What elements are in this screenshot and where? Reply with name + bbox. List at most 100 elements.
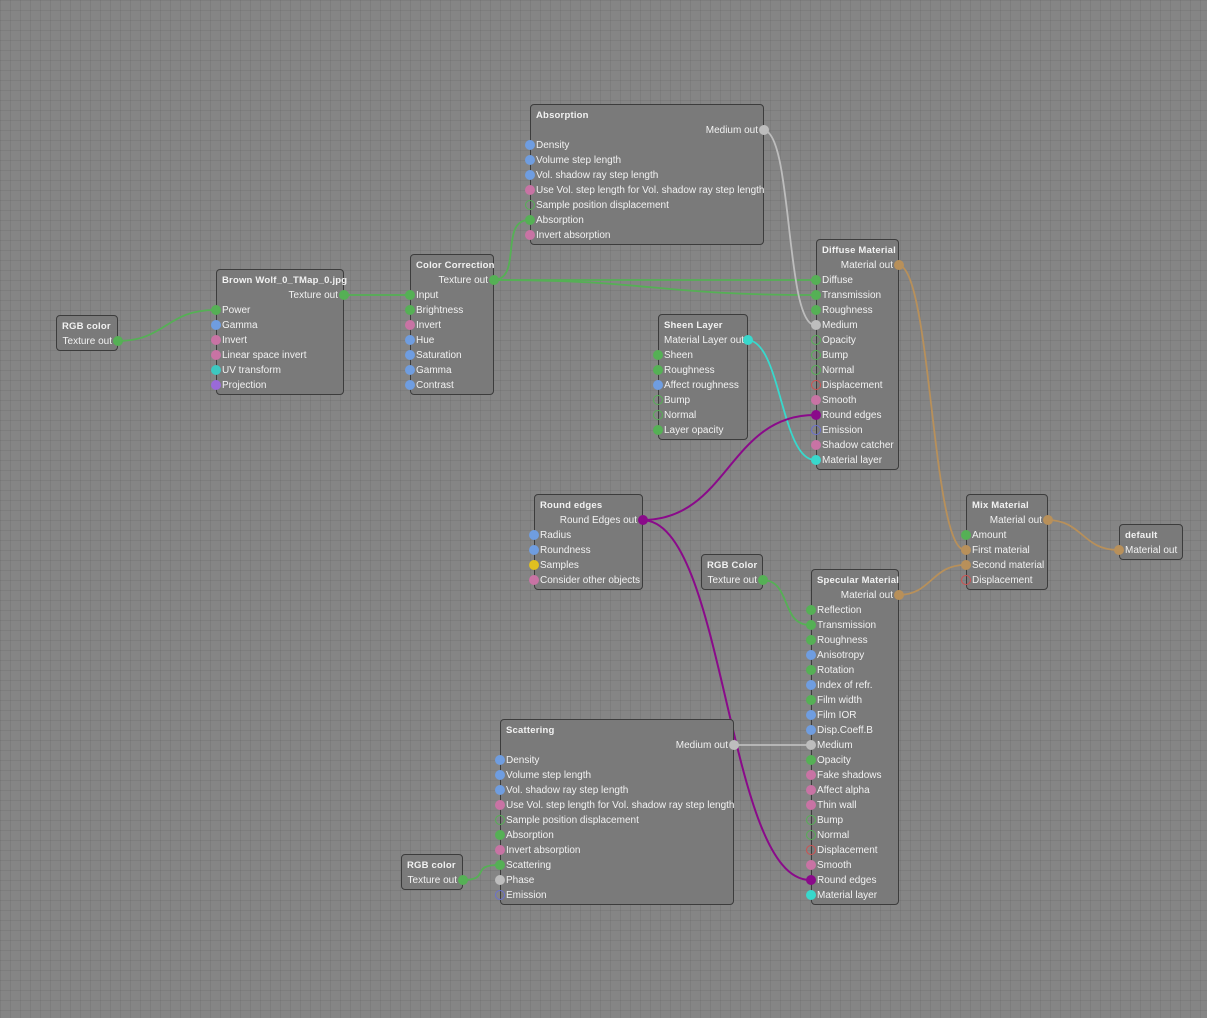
output-port[interactable] bbox=[113, 336, 123, 346]
input-port[interactable] bbox=[211, 380, 221, 390]
input-port[interactable] bbox=[806, 605, 816, 615]
input-port[interactable] bbox=[495, 830, 505, 840]
output-port[interactable] bbox=[729, 740, 739, 750]
input-port[interactable] bbox=[525, 170, 535, 180]
input-port[interactable] bbox=[529, 545, 539, 555]
input-port[interactable] bbox=[811, 380, 821, 390]
connection-wire-mix-def[interactable] bbox=[1046, 519, 1119, 551]
output-port[interactable] bbox=[339, 290, 349, 300]
input-port[interactable] bbox=[811, 365, 821, 375]
input-port[interactable] bbox=[495, 815, 505, 825]
input-port[interactable] bbox=[653, 380, 663, 390]
input-port[interactable] bbox=[211, 305, 221, 315]
output-port[interactable] bbox=[489, 275, 499, 285]
input-port[interactable] bbox=[211, 365, 221, 375]
output-port[interactable] bbox=[758, 575, 768, 585]
input-port[interactable] bbox=[806, 665, 816, 675]
connection-wire-cc-diffuse[interactable] bbox=[492, 279, 816, 296]
input-port[interactable] bbox=[653, 395, 663, 405]
input-port[interactable] bbox=[211, 320, 221, 330]
connection-wire-round-diffuse[interactable] bbox=[641, 414, 816, 521]
input-port[interactable] bbox=[495, 890, 505, 900]
input-port[interactable] bbox=[811, 455, 821, 465]
input-port[interactable] bbox=[529, 575, 539, 585]
input-port[interactable] bbox=[811, 335, 821, 345]
input-port[interactable] bbox=[806, 830, 816, 840]
output-port[interactable] bbox=[759, 125, 769, 135]
input-port[interactable] bbox=[405, 290, 415, 300]
input-port[interactable] bbox=[495, 845, 505, 855]
input-port[interactable] bbox=[525, 155, 535, 165]
input-port[interactable] bbox=[525, 200, 535, 210]
connection-wire-rgb2-spec[interactable] bbox=[761, 579, 811, 626]
input-port[interactable] bbox=[806, 620, 816, 630]
input-port[interactable] bbox=[961, 560, 971, 570]
input-port[interactable] bbox=[811, 305, 821, 315]
input-port[interactable] bbox=[806, 800, 816, 810]
input-port[interactable] bbox=[961, 530, 971, 540]
input-port[interactable] bbox=[405, 335, 415, 345]
input-port[interactable] bbox=[811, 320, 821, 330]
input-port[interactable] bbox=[211, 335, 221, 345]
input-port[interactable] bbox=[405, 350, 415, 360]
connection-wire-diffuse-mix[interactable] bbox=[897, 264, 966, 551]
input-port[interactable] bbox=[961, 545, 971, 555]
input-port[interactable] bbox=[495, 770, 505, 780]
input-port[interactable] bbox=[811, 350, 821, 360]
input-port[interactable] bbox=[806, 710, 816, 720]
input-port[interactable] bbox=[495, 755, 505, 765]
input-port[interactable] bbox=[811, 440, 821, 450]
input-port[interactable] bbox=[653, 410, 663, 420]
output-port[interactable] bbox=[1043, 515, 1053, 525]
input-port[interactable] bbox=[811, 410, 821, 420]
input-port[interactable] bbox=[811, 290, 821, 300]
connection-wire-rgb3-scat[interactable] bbox=[461, 864, 500, 881]
input-port[interactable] bbox=[495, 875, 505, 885]
input-port[interactable] bbox=[806, 650, 816, 660]
connection-wire-abs-diffuse[interactable] bbox=[762, 129, 816, 326]
input-port[interactable] bbox=[806, 635, 816, 645]
input-port[interactable] bbox=[1114, 545, 1124, 555]
input-port[interactable] bbox=[811, 425, 821, 435]
input-port[interactable] bbox=[811, 395, 821, 405]
input-port[interactable] bbox=[529, 530, 539, 540]
input-port[interactable] bbox=[405, 365, 415, 375]
input-port[interactable] bbox=[495, 860, 505, 870]
input-port[interactable] bbox=[495, 785, 505, 795]
input-port[interactable] bbox=[405, 380, 415, 390]
input-port[interactable] bbox=[211, 350, 221, 360]
input-port[interactable] bbox=[806, 680, 816, 690]
input-port[interactable] bbox=[806, 725, 816, 735]
input-port[interactable] bbox=[525, 185, 535, 195]
connection-wire-round-spec[interactable] bbox=[641, 519, 811, 881]
input-port[interactable] bbox=[529, 560, 539, 570]
input-port[interactable] bbox=[495, 800, 505, 810]
input-port[interactable] bbox=[405, 305, 415, 315]
input-port[interactable] bbox=[806, 890, 816, 900]
connection-wire-sheen-diffuse[interactable] bbox=[746, 339, 816, 461]
input-port[interactable] bbox=[806, 845, 816, 855]
connection-wire-spec-mix[interactable] bbox=[897, 564, 966, 596]
input-port[interactable] bbox=[811, 275, 821, 285]
input-port[interactable] bbox=[806, 695, 816, 705]
input-port[interactable] bbox=[806, 875, 816, 885]
input-port[interactable] bbox=[961, 575, 971, 585]
input-port[interactable] bbox=[806, 785, 816, 795]
output-port[interactable] bbox=[894, 590, 904, 600]
output-port[interactable] bbox=[894, 260, 904, 270]
input-port[interactable] bbox=[653, 350, 663, 360]
connection-wire-rgb1-img[interactable] bbox=[116, 309, 216, 342]
connection-wire-cc-abs[interactable] bbox=[492, 219, 530, 281]
